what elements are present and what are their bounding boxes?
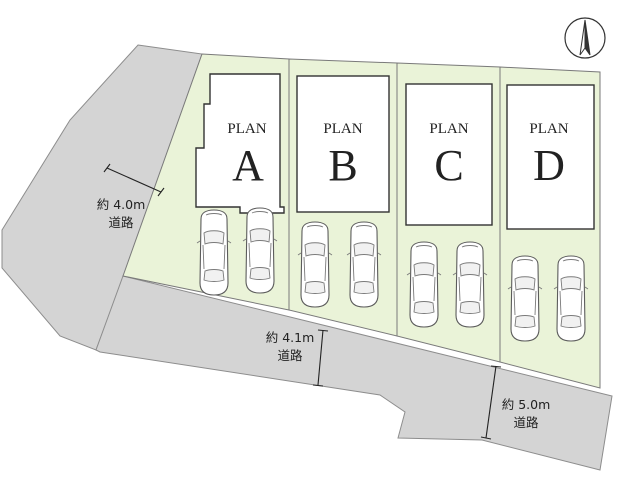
plan-d-letter: D <box>533 141 565 190</box>
road-west-width-dimension <box>103 163 165 197</box>
north-arrow-icon <box>564 17 606 59</box>
road-west-width-label: 約 4.0m <box>97 197 146 212</box>
plan-c-letter: C <box>434 141 463 190</box>
car-icon <box>553 255 589 342</box>
road-south-name-label: 道路 <box>277 348 303 363</box>
car-icon <box>242 207 278 294</box>
car-icon <box>346 221 382 308</box>
house-plan-d <box>506 84 595 230</box>
plan-d-word: PLAN <box>529 121 568 137</box>
plan-c-word: PLAN <box>429 121 468 137</box>
house-plan-b <box>296 75 390 213</box>
plan-a-word: PLAN <box>227 121 266 137</box>
car-icon <box>452 241 488 328</box>
plan-b-word: PLAN <box>323 121 362 137</box>
road-south-width-dimension <box>312 329 329 387</box>
road-west-name-label: 道路 <box>108 215 134 230</box>
road-east-width-label: 約 5.0m <box>502 397 551 412</box>
car-icon <box>196 209 232 296</box>
road-east-name-label: 道路 <box>513 415 539 430</box>
house-plan-c <box>405 83 493 226</box>
road-south-width-label: 約 4.1m <box>266 330 315 345</box>
car-icon <box>507 255 543 342</box>
plan-b-letter: B <box>328 141 357 190</box>
plan-a-letter: A <box>232 141 264 190</box>
road-east-width-dimension <box>480 365 502 440</box>
house-plan-a <box>195 73 285 214</box>
road-south <box>95 275 613 471</box>
car-icon <box>297 221 333 308</box>
car-icon <box>406 241 442 328</box>
